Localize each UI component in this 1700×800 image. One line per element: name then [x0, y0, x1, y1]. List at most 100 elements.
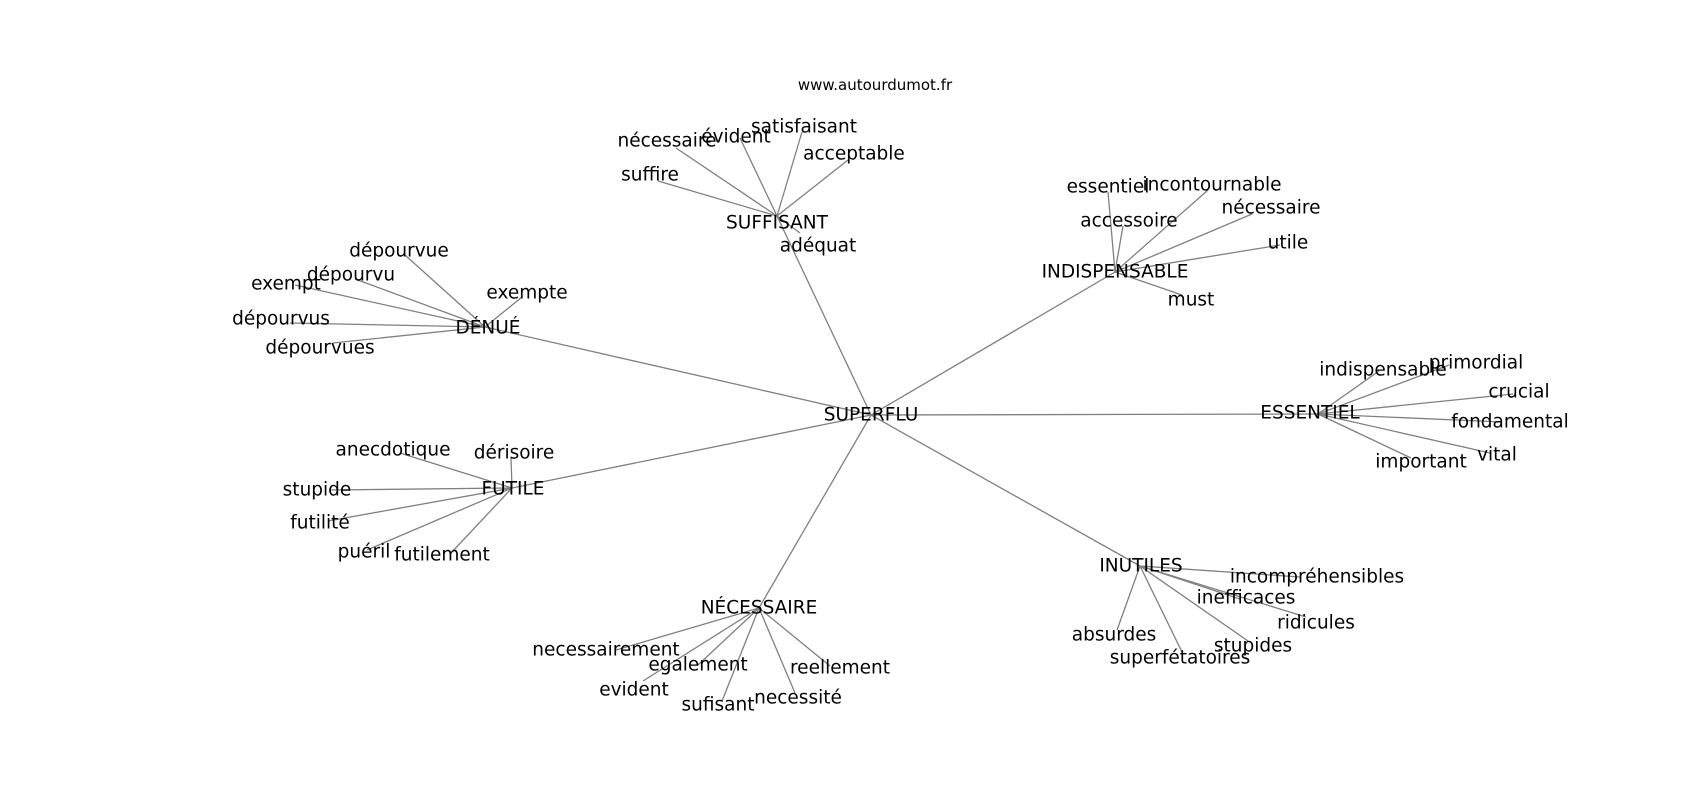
- leaf-node-denue-0: dépourvue: [349, 241, 449, 262]
- hub-node-inutiles: INUTILES: [1099, 556, 1182, 577]
- leaf-node-essentiel-1: primordial: [1429, 353, 1523, 374]
- leaf-node-inutiles-3: absurdes: [1072, 625, 1157, 646]
- leaf-node-futile-3: futilité: [290, 513, 350, 534]
- leaf-node-necessaire-0: necessairement: [532, 640, 679, 661]
- leaf-node-indispensable-3: accessoire: [1080, 211, 1177, 232]
- edge-necessaire-4: [721, 607, 760, 702]
- leaf-node-suffisant-4: suffire: [621, 165, 679, 186]
- edge-essentiel-3: [1317, 413, 1503, 423]
- edge-suffisant-1: [739, 137, 778, 217]
- edge-futile-3: [327, 487, 513, 522]
- edge-necessaire-2: [758, 607, 831, 667]
- hub-node-necessaire: NÉCESSAIRE: [701, 597, 818, 619]
- edge-denue-2: [294, 284, 486, 328]
- leaf-node-necessaire-5: necessité: [754, 688, 842, 709]
- edge-essentiel-4: [1317, 413, 1491, 454]
- edge-necessaire-5: [758, 607, 796, 694]
- leaf-node-denue-1: dépourvu: [307, 265, 395, 286]
- leaf-node-suffisant-5: adéquat: [780, 236, 857, 257]
- leaf-node-essentiel-2: crucial: [1488, 382, 1549, 403]
- leaf-node-inutiles-2: ridicules: [1277, 613, 1355, 634]
- hub-node-futile: FUTILE: [482, 479, 545, 500]
- hub-node-denue: DÉNUÉ: [455, 317, 520, 339]
- leaf-node-suffisant-2: satisfaisant: [751, 117, 857, 138]
- edge-inutiles-0: [1139, 565, 1301, 578]
- leaf-node-suffisant-0: nécessaire: [618, 131, 717, 152]
- edge-necessaire-3: [642, 607, 760, 682]
- edge-denue-1: [354, 278, 486, 328]
- leaf-node-futile-4: puéril: [338, 542, 391, 563]
- leaf-node-indispensable-4: utile: [1268, 233, 1309, 254]
- edge-center-necessaire: [758, 414, 872, 609]
- hub-node-essentiel: ESSENTIEL: [1260, 403, 1360, 424]
- edge-inutiles-2: [1139, 565, 1307, 618]
- leaf-node-futile-2: stupide: [283, 480, 352, 501]
- leaf-node-essentiel-0: indispensable: [1319, 360, 1446, 381]
- edge-denue-3: [484, 296, 523, 328]
- edge-center-inutiles: [870, 414, 1141, 567]
- leaf-node-essentiel-4: vital: [1477, 445, 1517, 466]
- leaf-node-inutiles-4: stupides: [1214, 636, 1292, 657]
- leaf-node-denue-2: exempt: [251, 274, 321, 295]
- edge-indispensable-2: [1114, 213, 1253, 273]
- leaf-node-denue-3: exempte: [486, 283, 567, 304]
- edge-indispensable-5: [1114, 271, 1183, 296]
- edge-futile-0: [399, 452, 513, 489]
- edge-essentiel-0: [1317, 370, 1380, 415]
- leaf-node-necessaire-2: reellement: [790, 658, 890, 679]
- leaf-node-essentiel-5: important: [1375, 452, 1466, 473]
- edge-denue-4: [289, 322, 486, 328]
- edge-essentiel-5: [1317, 413, 1412, 459]
- edge-indispensable-3: [1114, 225, 1124, 273]
- edge-indispensable-4: [1114, 244, 1281, 273]
- leaf-node-denue-5: dépourvues: [265, 338, 374, 359]
- edge-denue-0: [404, 254, 486, 328]
- edge-indispensable-0: [1107, 191, 1116, 273]
- edge-center-suffisant: [776, 215, 872, 416]
- leaf-node-denue-4: dépourvus: [232, 309, 330, 330]
- leaf-node-inutiles-5: superfétatoires: [1110, 648, 1251, 669]
- edge-center-indispensable: [870, 271, 1116, 416]
- edge-essentiel-2: [1317, 393, 1514, 415]
- edge-suffisant-5: [776, 215, 801, 234]
- edge-suffisant-3: [776, 159, 849, 217]
- edge-necessaire-1: [697, 607, 760, 666]
- edge-futile-1: [510, 457, 513, 489]
- leaf-node-futile-0: anecdotique: [336, 440, 451, 461]
- leaf-node-indispensable-2: nécessaire: [1222, 198, 1321, 219]
- leaf-node-futile-1: dérisoire: [474, 443, 555, 464]
- leaf-node-indispensable-1: incontournable: [1143, 175, 1282, 196]
- edge-suffisant-0: [675, 147, 778, 217]
- edge-suffisant-2: [776, 131, 803, 217]
- leaf-node-necessaire-1: egalement: [648, 655, 747, 676]
- leaf-node-essentiel-3: fondamental: [1451, 412, 1569, 433]
- edge-inutiles-3: [1116, 565, 1141, 631]
- graph-edges: [289, 131, 1514, 702]
- leaf-node-suffisant-3: acceptable: [803, 144, 905, 165]
- graph-labels: SUFFISANTnécessaireévidentsatisfaisantac…: [232, 117, 1569, 716]
- edge-center-futile: [511, 414, 872, 489]
- leaf-node-suffisant-1: évident: [701, 127, 771, 148]
- site-url: www.autourdumot.fr: [798, 76, 953, 94]
- edge-inutiles-4: [1139, 565, 1249, 642]
- leaf-node-indispensable-0: essentiel: [1067, 177, 1150, 198]
- center-node: SUPERFLU: [824, 405, 919, 426]
- leaf-node-inutiles-0: incompréhensibles: [1230, 567, 1404, 588]
- leaf-node-futile-5: futilement: [394, 545, 490, 566]
- edge-futile-2: [329, 487, 513, 491]
- edge-necessaire-0: [615, 607, 760, 651]
- edge-denue-5: [332, 326, 486, 344]
- leaf-node-inutiles-1: inefficaces: [1197, 588, 1296, 609]
- leaf-node-necessaire-3: evident: [599, 680, 669, 701]
- edge-center-denue: [484, 326, 872, 416]
- hub-node-indispensable: INDISPENSABLE: [1042, 262, 1189, 283]
- edge-indispensable-1: [1114, 189, 1209, 273]
- edge-center-essentiel: [870, 413, 1319, 416]
- edge-essentiel-1: [1317, 364, 1450, 415]
- edge-futile-4: [366, 487, 513, 551]
- hub-node-suffisant: SUFFISANT: [726, 213, 829, 234]
- leaf-node-indispensable-5: must: [1168, 290, 1215, 311]
- edge-futile-5: [450, 487, 513, 554]
- leaf-node-necessaire-4: sufisant: [682, 695, 755, 716]
